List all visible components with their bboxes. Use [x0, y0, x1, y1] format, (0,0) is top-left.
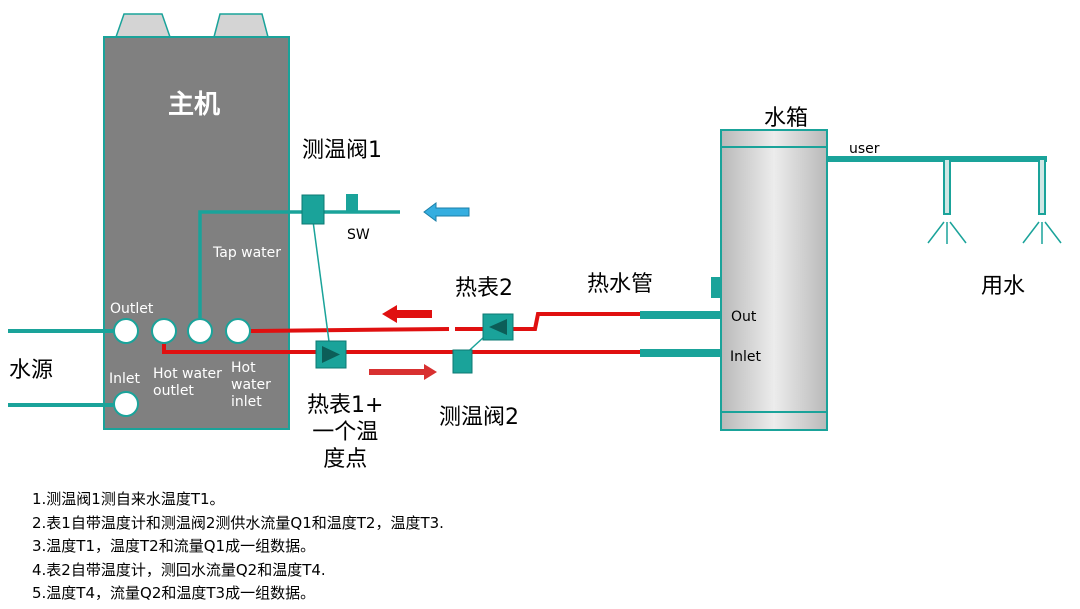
tank-body [720, 129, 828, 431]
host-title: 主机 [168, 90, 221, 120]
outlet-label: Outlet [110, 301, 154, 317]
user-label: user [849, 141, 880, 157]
sw-label: SW [347, 227, 370, 243]
host-unit [103, 13, 290, 430]
port-inlet [113, 391, 139, 417]
return-flow-arrow [382, 305, 432, 323]
water-source-label: 水源 [9, 358, 54, 383]
port-tap-water [187, 318, 213, 344]
tank-out-pipe [640, 311, 722, 319]
user-pipe [827, 156, 1047, 162]
meter1-body [315, 340, 347, 369]
note-item: 5.温度T4，流量Q2和温度T3成一组数据。 [32, 584, 316, 602]
measurement-notes: 1.测温阀1测自来水温度T1。 2.表1自带温度计和测温阀2测供水流量Q1和温度… [32, 488, 444, 606]
water-tank [711, 129, 828, 431]
valve2-body [452, 349, 473, 374]
meter2-flow-icon [489, 319, 507, 335]
host-vent-left [114, 13, 172, 38]
tank-title: 水箱 [764, 106, 809, 131]
supply-flow-arrow [369, 364, 437, 380]
water-spray-right-icon [1022, 221, 1062, 244]
note-item: 3.温度T1，温度T2和流量Q1成一组数据。 [32, 537, 316, 555]
water-spray-left-icon [927, 221, 967, 244]
hot-water-inlet-label: Hot water inlet [231, 360, 271, 410]
sw-sensor [346, 194, 358, 212]
meter1-label: 热表1+ 一个温 度点 [307, 393, 384, 472]
valve1-label: 测温阀1 [302, 138, 382, 163]
return-red-line-left [249, 327, 450, 333]
valve1-body [301, 194, 325, 225]
note-item: 4.表2自带温度计，测回水流量Q2和温度T4. [32, 560, 326, 579]
tank-inlet-pipe [640, 349, 722, 357]
port-hot-water-inlet [225, 318, 251, 344]
tank-side-sensor [711, 277, 721, 298]
valve1-link [312, 220, 331, 350]
tank-out-label: Out [731, 309, 757, 325]
use-water-label: 用水 [981, 274, 1026, 299]
host-vent-right [213, 13, 269, 38]
tap-water-label: Tap water [213, 245, 282, 261]
host-box [103, 36, 290, 430]
port-outlet [113, 318, 139, 344]
port-hot-water-outlet [151, 318, 177, 344]
valve2-label: 测温阀2 [439, 405, 519, 430]
inlet-label: Inlet [109, 371, 140, 387]
meter1-flow-icon [322, 346, 340, 363]
meter2-label: 热表2 [455, 276, 513, 301]
inflow-arrow [423, 202, 470, 222]
faucet-left [943, 158, 951, 215]
note-item: 2.表1自带温度计和测温阀2测供水流量Q1和温度T2，温度T3. [32, 513, 444, 532]
note-item: 1.测温阀1测自来水温度T1。 [32, 490, 225, 508]
faucet-right [1038, 158, 1046, 215]
tank-inlet-label: Inlet [730, 349, 761, 365]
hot-pipe-label: 热水管 [587, 272, 654, 297]
hot-water-outlet-label: Hot water outlet [153, 366, 222, 399]
tap-water-pipe [198, 210, 400, 318]
